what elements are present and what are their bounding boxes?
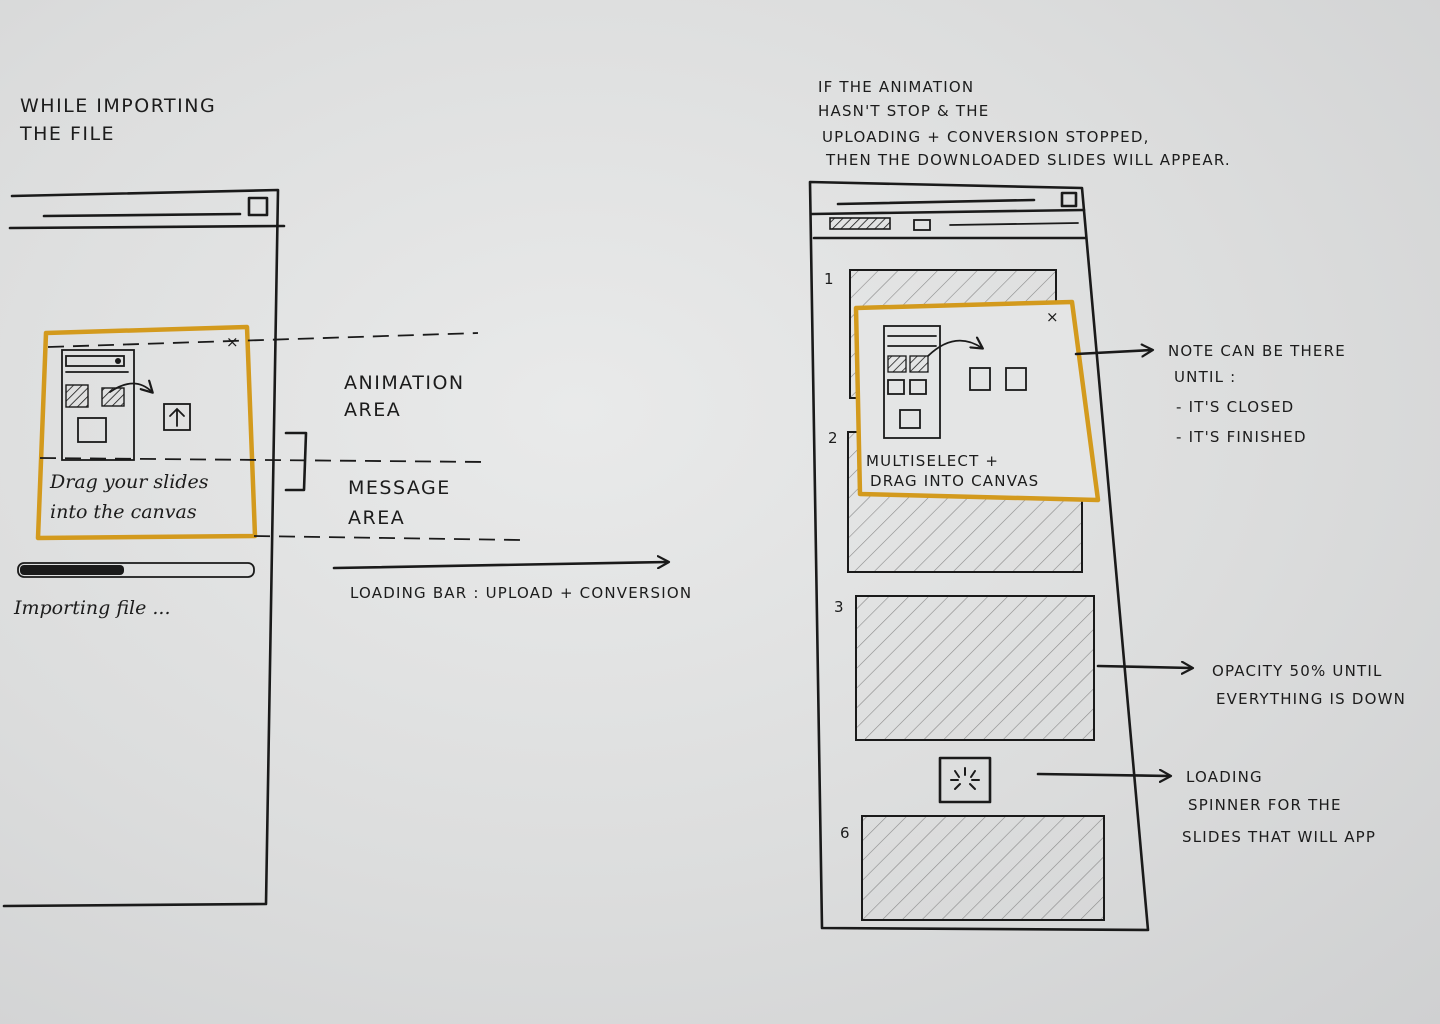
left-window-square-icon [247, 196, 269, 217]
right-note-text-line2: DRAG INTO CANVAS [870, 472, 1039, 490]
right-canvas-slide-icon-b [1005, 367, 1027, 391]
left-loading-bar [17, 562, 255, 578]
note-callout-line1: NOTE CAN BE THERE [1168, 342, 1346, 360]
right-heading-line1: IF THE ANIMATION [818, 78, 974, 96]
right-progress-mini-bar [829, 217, 891, 230]
spinner-callout-arrow-icon [1036, 774, 1170, 776]
right-heading-line3: UPLOADING + CONVERSION STOPPED, [822, 128, 1150, 146]
message-area-bottom-dashline [253, 535, 521, 541]
note-callout-line3: - IT'S CLOSED [1176, 398, 1294, 416]
right-heading-line2: HASN'T STOP & THE [818, 102, 989, 120]
left-note-box: × Drag your slides into the canvas [35, 324, 258, 541]
animation-area-label-line2: AREA [344, 399, 401, 421]
left-heading-line1: WHILE IMPORTING [20, 95, 216, 117]
right-window-frame [808, 180, 1150, 932]
middle-annotations: ANIMATION AREA MESSAGE AREA LOADING BAR … [39, 332, 692, 602]
right-window-square-icon [1060, 191, 1078, 208]
right-note-close-icon[interactable]: × [1046, 308, 1059, 326]
slide-number-1: 1 [824, 270, 834, 288]
spinner-callout-line3: SLIDES THAT WILL APP [1182, 828, 1376, 846]
slide-number-3: 3 [834, 598, 844, 616]
spinner-callout-line1: LOADING [1186, 768, 1263, 786]
message-area-label-line1: MESSAGE [348, 477, 451, 499]
left-note-text-line2: into the canvas [50, 501, 197, 523]
left-loading-status: Importing file ... [13, 597, 171, 619]
spinner-callout-line2: SPINNER FOR THE [1188, 796, 1342, 814]
note-callout-arrow-icon [1074, 350, 1152, 354]
right-sketch: IF THE ANIMATION HASN'T STOP & THE UPLOA… [808, 78, 1406, 932]
note-callout-line4: - IT'S FINISHED [1176, 428, 1307, 446]
slide-number-6: 6 [840, 824, 850, 842]
right-callouts: NOTE CAN BE THERE UNTIL : - IT'S CLOSED … [1036, 342, 1406, 846]
loading-bar-label: LOADING BAR : UPLOAD + CONVERSION [350, 584, 692, 602]
slide-number-2: 2 [828, 429, 838, 447]
right-drag-arrow-icon [927, 341, 982, 357]
loading-bar-track [17, 562, 255, 578]
right-note-box: × MULTISELECT + DRAG INTO CANVAS [853, 299, 1101, 503]
area-bracket [284, 431, 308, 492]
loading-bar-fill [20, 565, 124, 575]
right-toolbar-icon [913, 219, 931, 231]
left-sketch: WHILE IMPORTING THE FILE × Drag your s [2, 95, 286, 908]
left-note-close-icon[interactable]: × [226, 333, 239, 351]
slide-thumb-3[interactable] [855, 595, 1095, 741]
left-window-frame [2, 188, 286, 908]
loading-spinner-icon [938, 756, 992, 804]
left-drag-arrow-icon [109, 384, 152, 393]
animation-area-top-dashline [47, 332, 479, 348]
left-heading-line2: THE FILE [19, 123, 115, 145]
right-canvas-slide-icon-a [969, 367, 991, 391]
left-selected-slide-thumb [65, 384, 89, 408]
right-note-text-line1: MULTISELECT + [866, 452, 999, 470]
opacity-callout-line1: OPACITY 50% UNTIL [1212, 662, 1383, 680]
note-callout-line2: UNTIL : [1174, 368, 1236, 386]
opacity-callout-arrow-icon [1096, 666, 1192, 668]
animation-area-label-line1: ANIMATION [344, 372, 465, 394]
opacity-callout-line2: EVERYTHING IS DOWN [1216, 690, 1406, 708]
loading-bar-arrow-icon [332, 562, 668, 570]
message-area-label-line2: AREA [348, 507, 405, 529]
left-note-text-line1: Drag your slides [49, 471, 209, 493]
slide-thumb-6[interactable] [861, 815, 1105, 921]
left-canvas-slide-icon [163, 403, 191, 431]
right-heading-line4: THEN THE DOWNLOADED SLIDES WILL APPEAR. [825, 151, 1231, 169]
